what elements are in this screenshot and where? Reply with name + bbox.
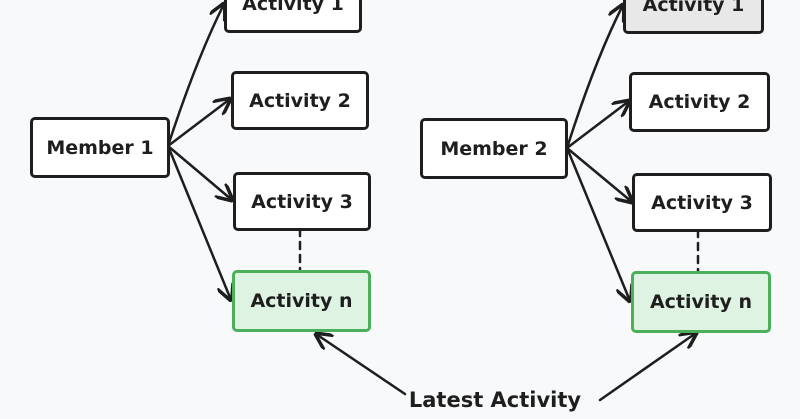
member-2-activity-2-node: Activity 2 — [629, 72, 770, 132]
member-2-node: Member 2 — [420, 118, 568, 179]
arrow-member2-activity2 — [565, 101, 629, 150]
member-2-latest-activity-node: Activity n — [631, 271, 771, 333]
arrow-member2-activity3 — [565, 146, 632, 202]
member-1-latest-activity-node: Activity n — [232, 270, 371, 332]
member-2-activity-3-node: Activity 3 — [632, 173, 772, 232]
member-1-node: Member 1 — [30, 117, 170, 178]
member-2-activity-1-node: Activity 1 — [623, 0, 764, 34]
arrow-member1-activity3 — [166, 144, 232, 200]
caption-arrow-right — [598, 333, 696, 402]
caption-arrow-left — [316, 334, 407, 396]
arrow-member1-activityn — [166, 144, 231, 300]
arrow-member1-activity1 — [166, 4, 224, 148]
arrow-member2-activityn — [565, 146, 630, 301]
latest-activity-caption: Latest Activity — [408, 388, 582, 412]
member-1-activity-1-node: Activity 1 — [224, 0, 362, 33]
member-1-activity-2-node: Activity 2 — [231, 71, 369, 130]
arrow-member1-activity2 — [166, 99, 230, 148]
member-1-activity-3-node: Activity 3 — [233, 172, 371, 231]
arrow-member2-activity1 — [565, 5, 623, 150]
